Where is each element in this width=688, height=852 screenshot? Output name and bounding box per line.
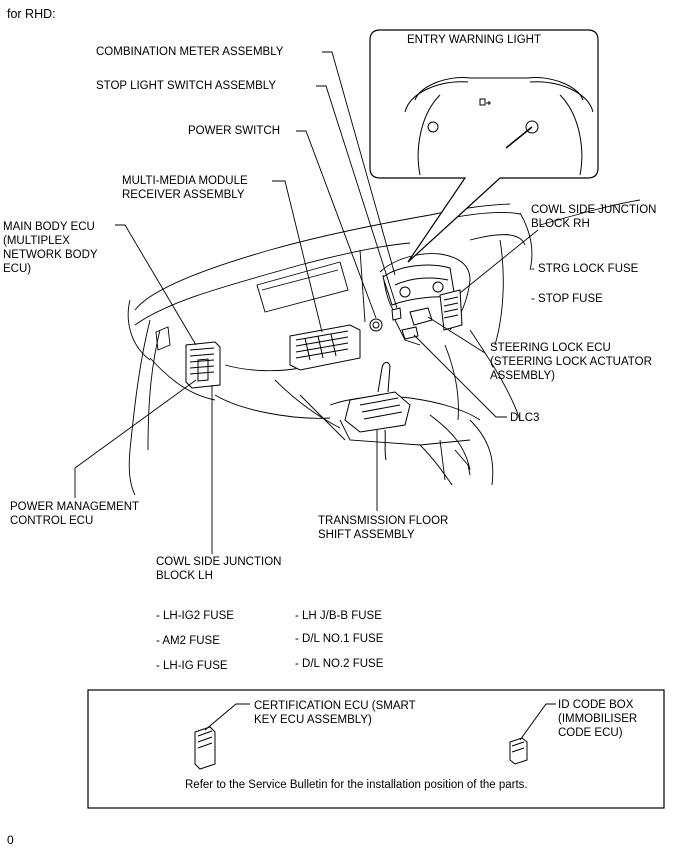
dashboard-drawing	[127, 199, 641, 496]
cowl-jb-rh-label: COWL SIDE JUNCTION BLOCK RH	[531, 204, 657, 230]
fuse-lh-ig2: - LH-IG2 FUSE	[156, 610, 234, 622]
entry-warning-light-label: ENTRY WARNING LIGHT	[407, 34, 541, 46]
steering-lock-ecu-label: STEERING LOCK ECU (STEERING LOCK ACTUATO…	[490, 342, 652, 382]
fuse-dl-no1: - D/L NO.1 FUSE	[295, 633, 384, 645]
entry-warning-light-bubble	[369, 29, 599, 263]
service-bulletin-note: Refer to the Service Bulletin for the in…	[185, 779, 528, 791]
header-label: for RHD:	[7, 7, 56, 21]
cowl-jb-lh-label: COWL SIDE JUNCTION BLOCK LH	[156, 556, 282, 582]
leader-lines	[74, 51, 539, 554]
entry-warning-indicator-icon	[479, 98, 491, 106]
fuse-dl-no2: - D/L NO.2 FUSE	[295, 658, 384, 670]
power-switch-label: POWER SWITCH	[188, 125, 280, 137]
main-body-ecu-block	[185, 341, 221, 389]
combination-meter-label: COMBINATION METER ASSEMBLY	[96, 46, 284, 58]
fuse-lh-jb-b: - LH J/B-B FUSE	[295, 610, 382, 622]
certification-ecu-drawing	[194, 703, 250, 770]
multi-media-module-label: MULTI-MEDIA MODULE RECEIVER ASSEMBLY	[122, 175, 248, 201]
service-bulletin-box	[87, 689, 665, 809]
dlc3-label: DLC3	[510, 412, 540, 424]
fuse-am2: - AM2 FUSE	[156, 635, 220, 647]
steering-lock-ecu-block	[409, 307, 433, 326]
shift-assembly-block	[344, 361, 411, 461]
cowl-jb-rh-block	[439, 289, 463, 331]
footer-label: 0	[7, 833, 14, 847]
fuse-lh-ig: - LH-IG FUSE	[156, 660, 228, 672]
strg-lock-fuse-label: - STRG LOCK FUSE	[531, 263, 639, 275]
dlc3-block	[401, 326, 419, 340]
certification-ecu-label: CERTIFICATION ECU (SMART KEY ECU ASSEMBL…	[254, 700, 416, 726]
power-switch-block	[369, 318, 383, 332]
stop-fuse-label: - STOP FUSE	[531, 293, 603, 305]
stop-light-switch-label: STOP LIGHT SWITCH ASSEMBLY	[96, 80, 277, 92]
main-body-ecu-label: MAIN BODY ECU (MULTIPLEX NETWORK BODY EC…	[3, 221, 98, 275]
transmission-shift-label: TRANSMISSION FLOOR SHIFT ASSEMBLY	[318, 515, 449, 541]
stop-light-switch-block	[391, 307, 402, 321]
power-management-label: POWER MANAGEMENT CONTROL ECU	[10, 501, 140, 527]
id-code-box-drawing	[509, 703, 556, 765]
id-code-box-label: ID CODE BOX (IMMOBILISER CODE ECU)	[558, 699, 638, 739]
multi-media-receiver-block	[289, 324, 361, 371]
